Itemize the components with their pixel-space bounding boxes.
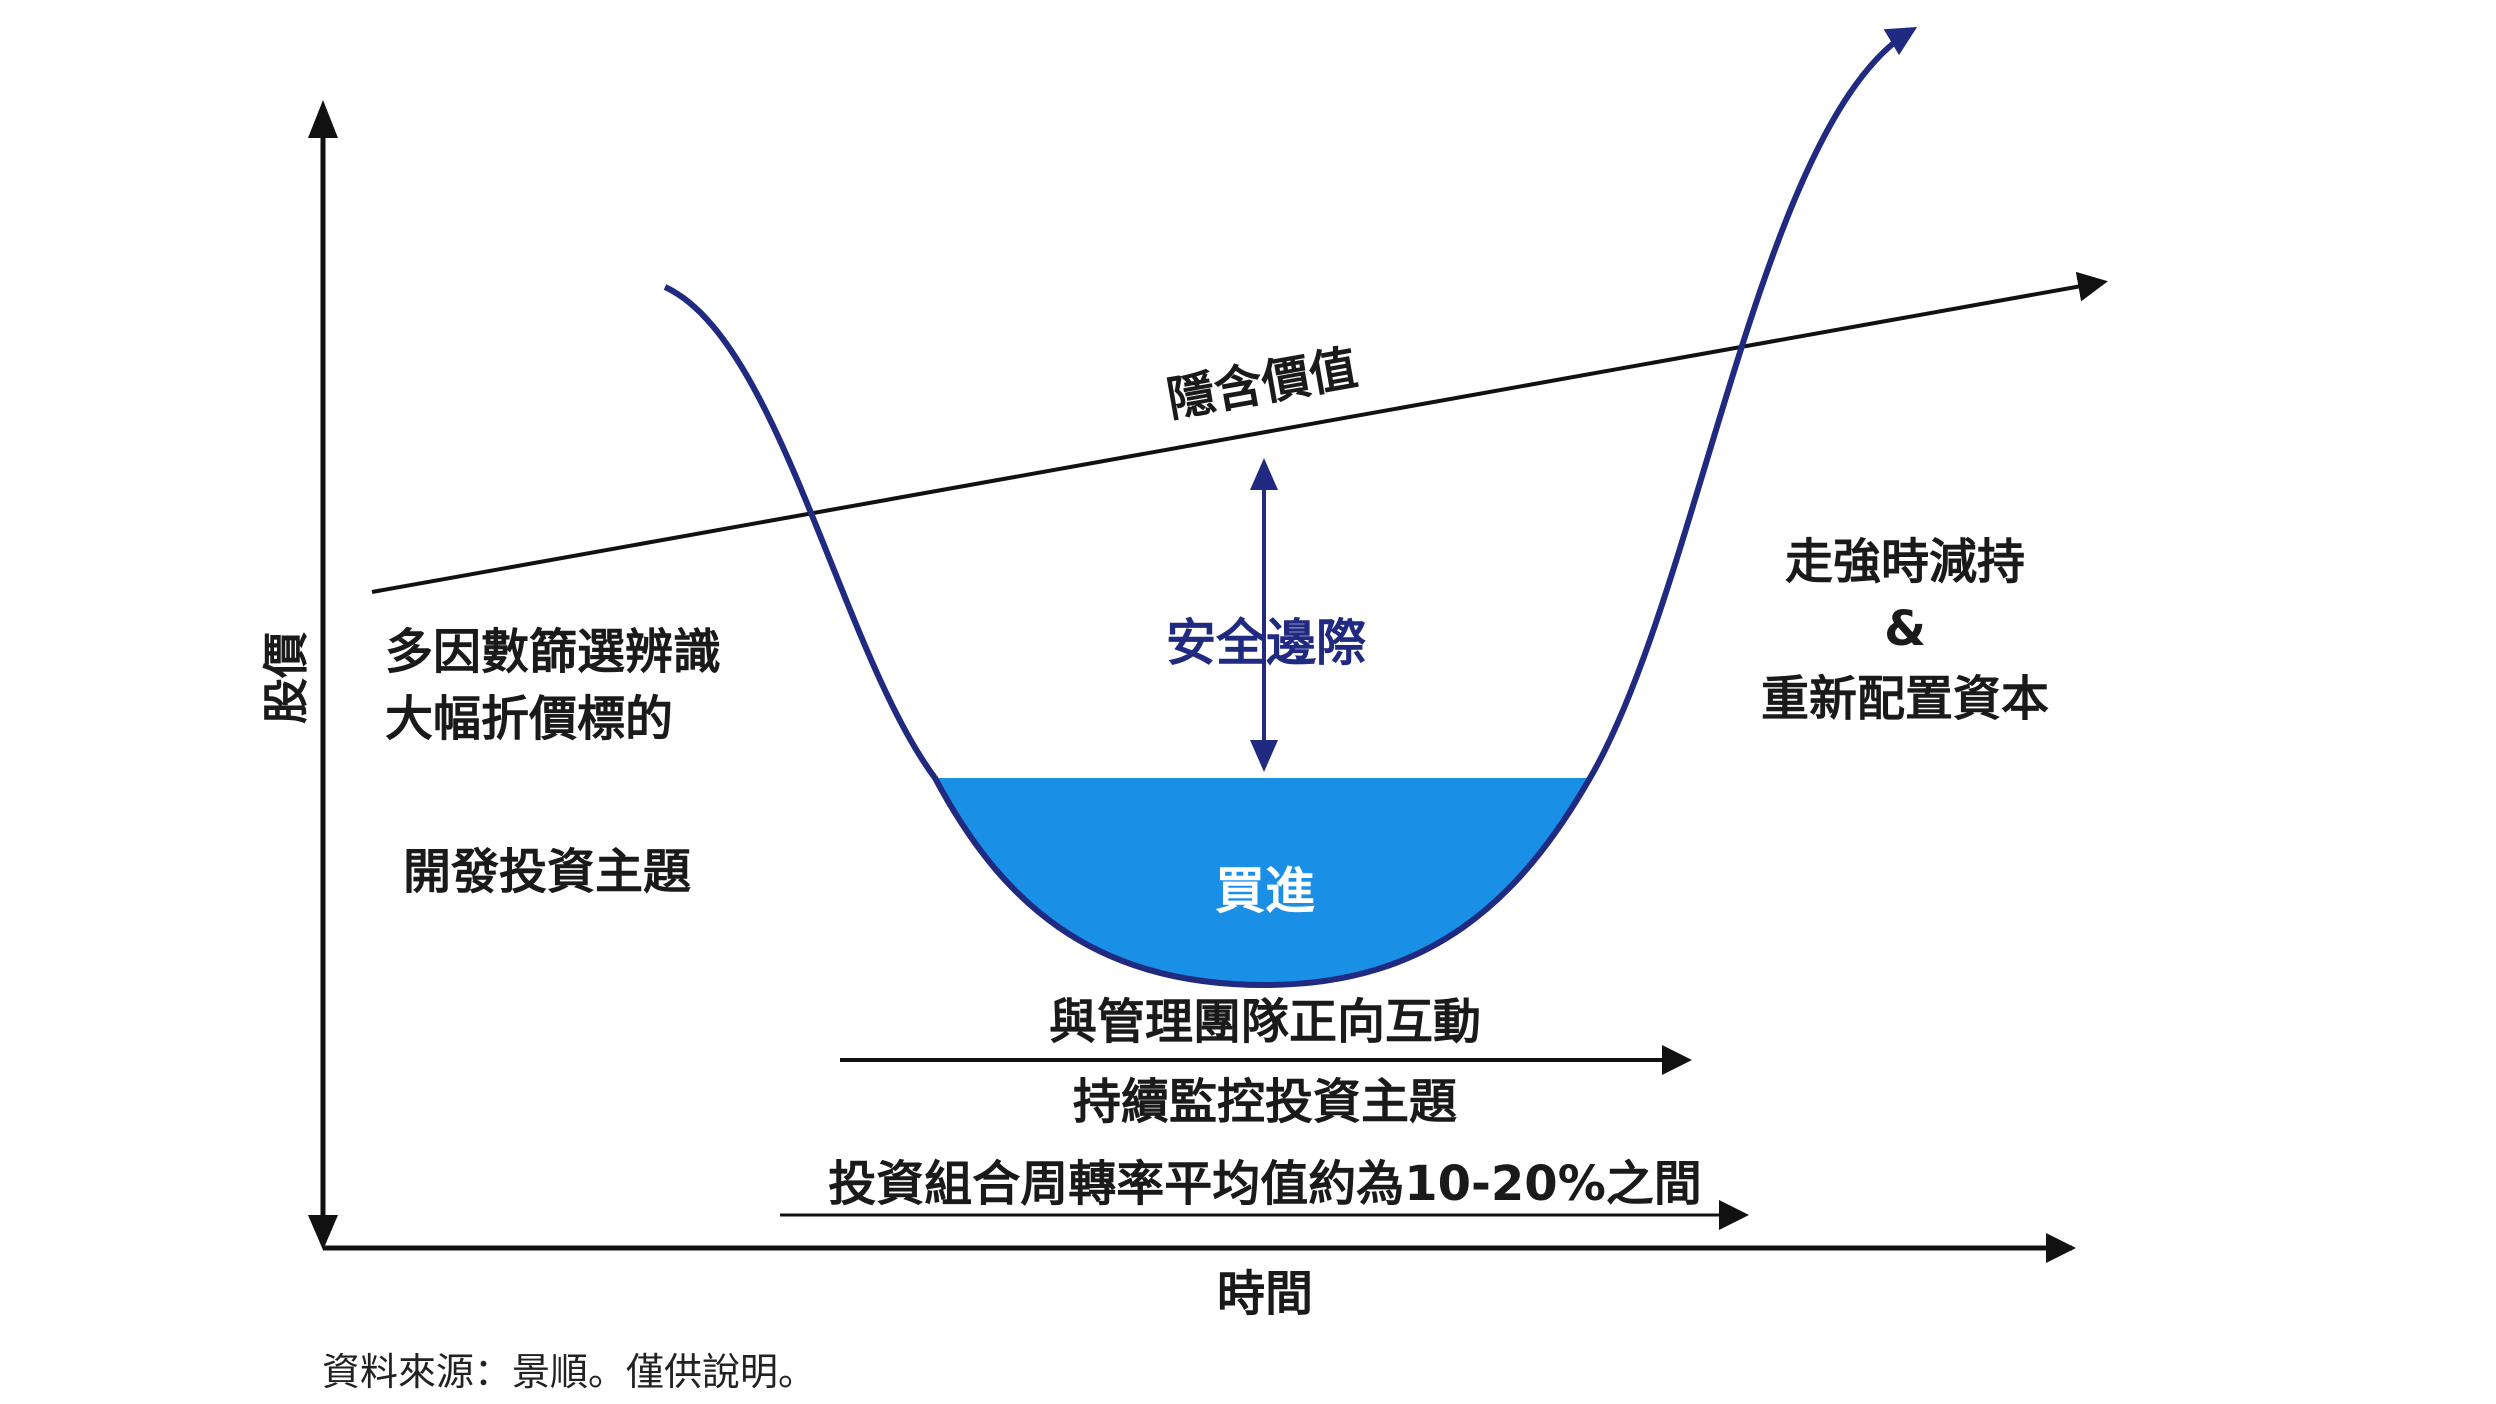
buy-label: 買進 bbox=[1215, 862, 1315, 920]
screening-label-line1: 多因數篩選辨識 bbox=[385, 624, 721, 680]
reduce-label-line3: 重新配置資本 bbox=[1761, 671, 2049, 727]
y-axis-top-arrow bbox=[308, 100, 338, 138]
x-axis-label: 時間 bbox=[1217, 1266, 1313, 1322]
reduce-label-line1: 走強時減持 bbox=[1785, 534, 2025, 590]
reduce-label-line2: & bbox=[1884, 601, 1926, 657]
monitor-label: 持續監控投資主題 bbox=[1073, 1074, 1457, 1130]
y-axis-bottom-arrow bbox=[308, 1215, 338, 1250]
margin-arrow-top-head bbox=[1250, 458, 1278, 490]
theme-label: 開發投資主題 bbox=[403, 844, 691, 900]
screening-label-line2: 大幅折價標的 bbox=[385, 691, 673, 747]
intrinsic-value-label: 隱含價值 bbox=[1163, 340, 1362, 428]
y-axis-label: 股價 bbox=[259, 632, 313, 724]
turnover-label: 投資組合周轉率平均值約為10-20%之間 bbox=[828, 1156, 1702, 1212]
buy-zone-fill bbox=[935, 778, 1590, 985]
engage-label: 與管理團隊正向互動 bbox=[1049, 994, 1481, 1050]
margin-arrow-bottom-head bbox=[1250, 740, 1278, 772]
source-note: 資料來源：景順。僅供說明。 bbox=[322, 1350, 816, 1394]
margin-of-safety-label: 安全邊際 bbox=[1166, 614, 1366, 672]
price-curve bbox=[663, 26, 1918, 989]
intrinsic-value-line bbox=[371, 271, 2108, 594]
